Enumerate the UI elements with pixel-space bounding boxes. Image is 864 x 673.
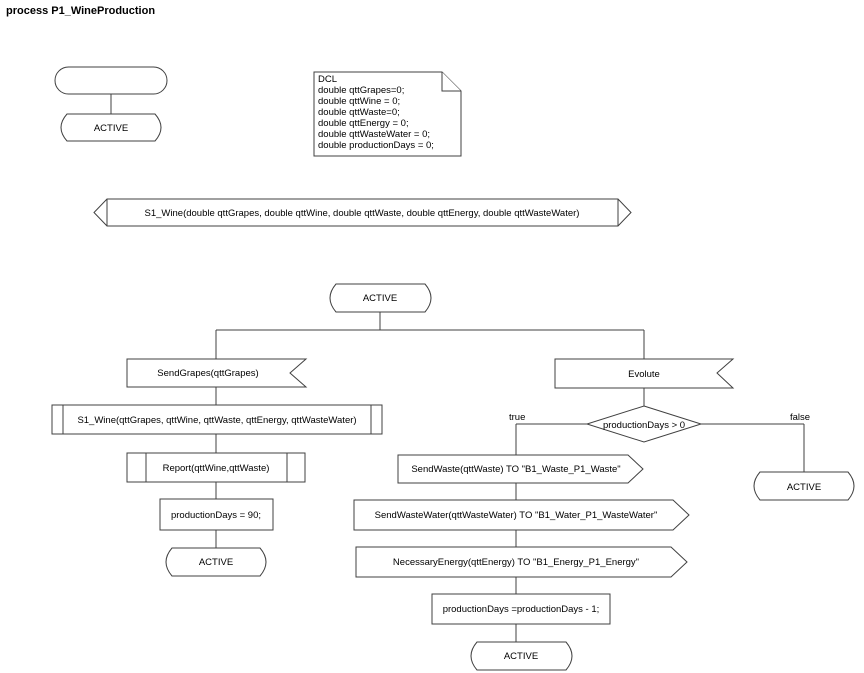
true-next-state-symbol xyxy=(470,641,573,671)
declaration-line: double qttWasteWater = 0; xyxy=(318,129,430,140)
procedure-call-symbol xyxy=(51,404,383,435)
true-next-state-label: ACTIVE xyxy=(504,651,538,662)
main-state-symbol xyxy=(329,283,432,313)
declaration-line: double qttGrapes=0; xyxy=(318,85,404,96)
procedure-definition-label: S1_Wine(double qttGrapes, double qttWine… xyxy=(145,208,580,219)
start-symbol xyxy=(54,66,168,95)
declaration-line: double productionDays = 0; xyxy=(318,140,434,151)
declaration-header: DCL xyxy=(318,74,337,85)
decision-label: productionDays > 0 xyxy=(603,420,685,431)
declaration-line: double qttWine = 0; xyxy=(318,96,400,107)
output-send-waste-water-label: SendWasteWater(qttWasteWater) TO "B1_Wat… xyxy=(375,510,658,521)
false-label: false xyxy=(790,412,810,423)
declaration-fold xyxy=(441,72,461,92)
declaration-box xyxy=(313,71,462,157)
input-signal-evolute-label: Evolute xyxy=(628,369,660,380)
report-call-symbol xyxy=(126,452,306,483)
output-send-waste-label: SendWaste(qttWaste) TO "B1_Waste_P1_Wast… xyxy=(411,464,620,475)
output-send-waste-water xyxy=(353,499,690,531)
start-state-symbol xyxy=(60,113,162,142)
output-necessary-energy xyxy=(355,546,688,578)
input-signal-sendgrapes-label: SendGrapes(qttGrapes) xyxy=(157,368,258,379)
true-label: true xyxy=(509,412,525,423)
declaration-line: double qttWaste=0; xyxy=(318,107,400,118)
left-next-state-symbol xyxy=(165,547,267,577)
input-signal-sendgrapes xyxy=(126,358,308,388)
false-next-state-symbol xyxy=(753,471,855,501)
task-decrement-production-days xyxy=(431,593,611,625)
start-state-label: ACTIVE xyxy=(94,123,128,134)
false-next-state-label: ACTIVE xyxy=(787,482,821,493)
page-title: process P1_WineProduction xyxy=(6,5,156,17)
task-set-production-days-label: productionDays = 90; xyxy=(171,510,261,521)
input-signal-evolute xyxy=(554,358,735,389)
task-set-production-days xyxy=(159,498,274,531)
main-state-label: ACTIVE xyxy=(363,293,397,304)
output-necessary-energy-label: NecessaryEnergy(qttEnergy) TO "B1_Energy… xyxy=(393,557,639,568)
task-decrement-label: productionDays =productionDays - 1; xyxy=(443,604,600,615)
left-next-state-label: ACTIVE xyxy=(199,557,233,568)
report-call-label: Report(qttWine,qttWaste) xyxy=(163,463,270,474)
output-send-waste xyxy=(397,454,644,484)
declaration-line: double qttEnergy = 0; xyxy=(318,118,409,129)
decision-symbol xyxy=(585,405,703,443)
procedure-call-label: S1_Wine(qttGrapes, qttWine, qttWaste, qt… xyxy=(77,415,356,426)
